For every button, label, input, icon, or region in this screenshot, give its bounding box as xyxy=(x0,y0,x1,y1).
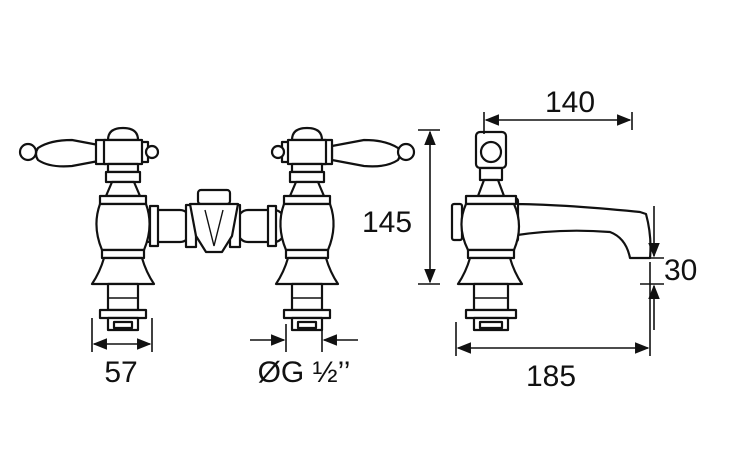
front-view xyxy=(18,126,416,332)
dim-connection-size: ØG ½’’ xyxy=(258,356,351,389)
dim-base-width: 57 xyxy=(104,356,137,389)
dimension-lines xyxy=(91,112,664,356)
dimension-labels: 57 ØG ½’’ 145 140 30 185 xyxy=(104,86,697,393)
dim-height: 145 xyxy=(362,206,412,239)
right-pillar xyxy=(270,126,416,332)
dim-spout-reach: 140 xyxy=(545,86,595,119)
dim-overall-depth: 185 xyxy=(526,360,576,393)
side-view xyxy=(450,130,652,332)
left-pillar xyxy=(18,126,160,332)
centre-spout xyxy=(188,188,240,254)
dim-spout-height: 30 xyxy=(664,254,697,287)
